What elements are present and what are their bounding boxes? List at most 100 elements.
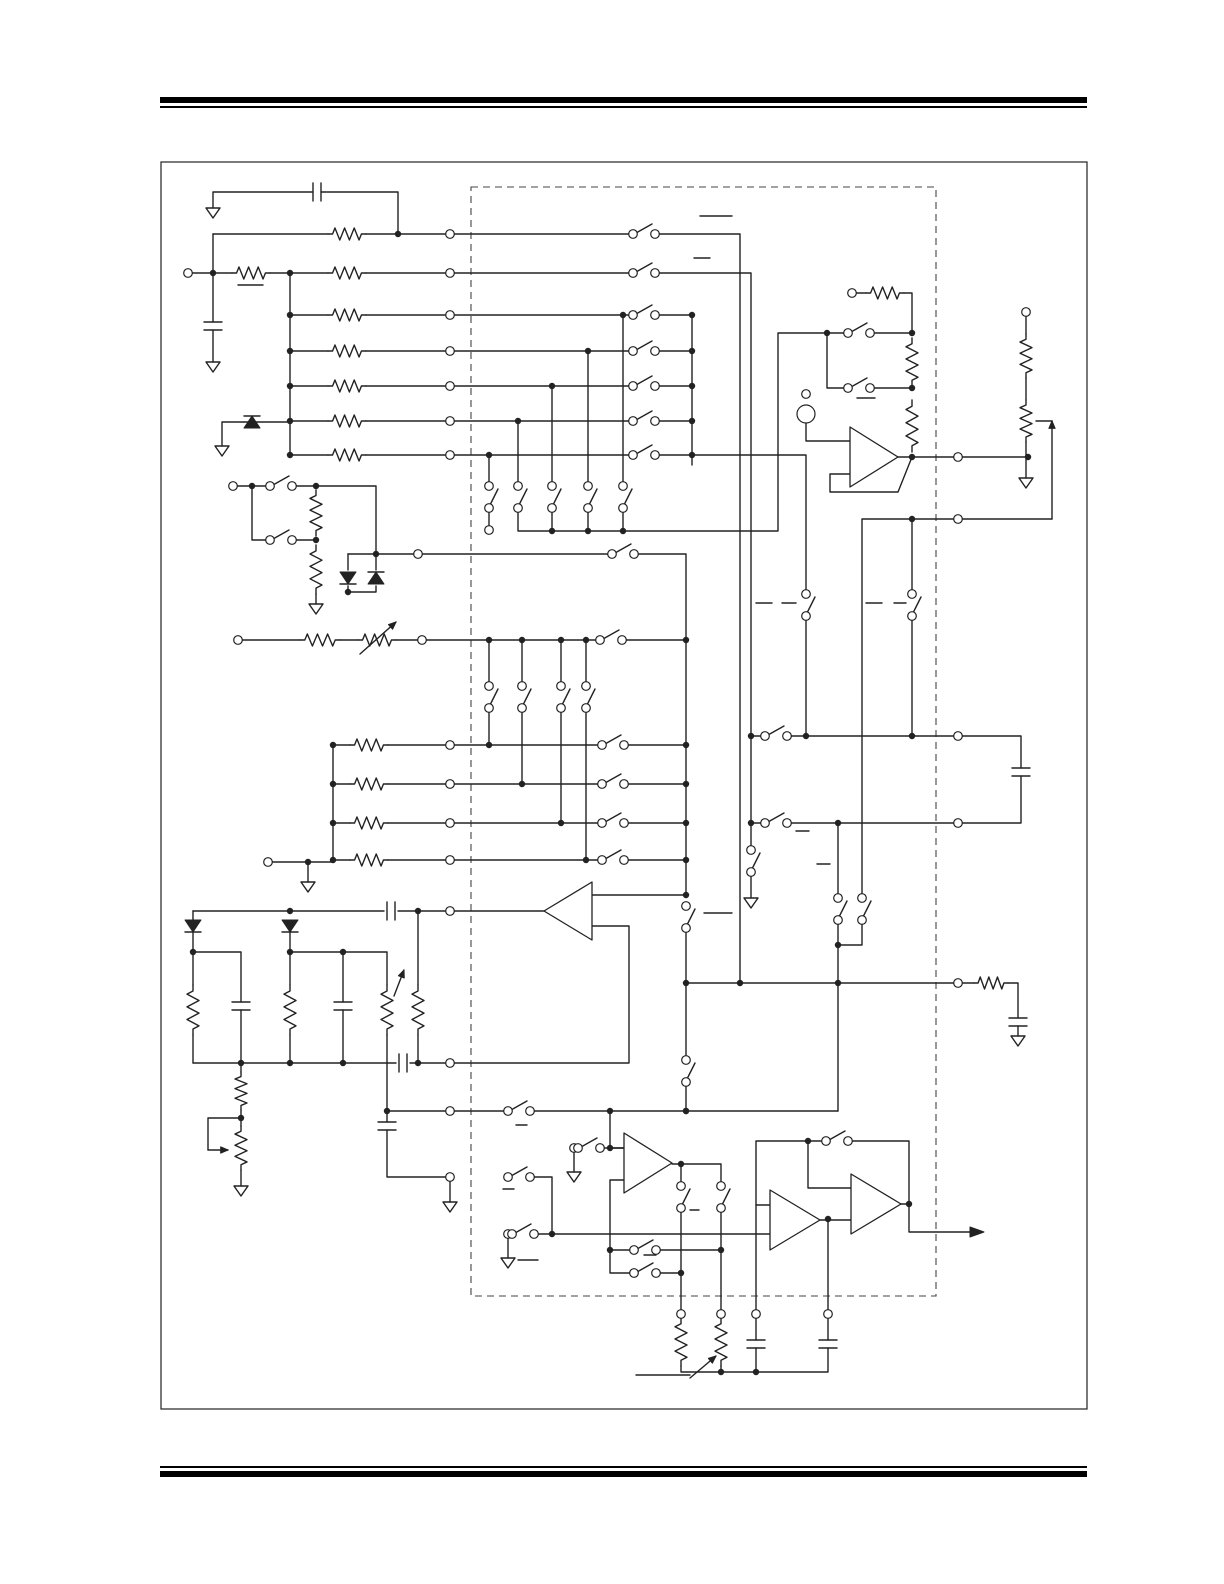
junction-dot — [286, 907, 294, 915]
op-amp-lower-2 — [769, 1189, 821, 1251]
wire — [961, 775, 1022, 824]
connection-pin — [953, 514, 963, 524]
connection-pin — [445, 381, 455, 391]
connection-pin — [801, 589, 811, 599]
resistor — [1019, 399, 1033, 443]
junction-dot — [834, 819, 842, 827]
junction-dot — [286, 269, 294, 277]
connection-pin — [445, 1058, 455, 1068]
resistor — [234, 1125, 248, 1171]
connection-pin — [445, 906, 455, 916]
op-amp-upper — [849, 426, 899, 488]
junction-dot — [908, 515, 916, 523]
switch-blade — [604, 849, 622, 860]
ground-symbol — [308, 603, 324, 615]
connection-pin — [746, 845, 756, 855]
connection-pin — [484, 525, 494, 535]
connection-pin — [681, 923, 691, 933]
connection-pin — [746, 867, 756, 877]
op-amp-lower-3 — [850, 1173, 902, 1235]
junction-dot — [606, 1246, 614, 1254]
ground-symbol — [566, 1171, 582, 1183]
connection-pin — [583, 481, 593, 491]
connection-pin — [751, 1309, 761, 1319]
wire — [221, 421, 245, 447]
junction-dot — [717, 1246, 725, 1254]
junction-dot — [394, 230, 402, 238]
junction-dot — [248, 482, 256, 490]
junction-dot — [823, 329, 831, 337]
wire — [192, 951, 242, 1003]
junction-dot — [485, 741, 493, 749]
connection-pin — [857, 893, 867, 903]
junction-dot — [286, 417, 294, 425]
connection-pin — [581, 703, 591, 713]
junction-dot — [582, 636, 590, 644]
connection-pin — [517, 681, 527, 691]
switch-blade — [635, 340, 653, 351]
junction-dot — [908, 453, 916, 461]
wire — [517, 332, 828, 532]
diode — [367, 571, 385, 585]
junction-dot — [619, 527, 627, 535]
connection-pin — [619, 855, 629, 865]
switch-blade — [767, 725, 785, 736]
connection-pin — [228, 481, 238, 491]
op-amp-lower-1 — [623, 1132, 673, 1194]
connection-pin — [823, 1309, 833, 1319]
wire — [829, 456, 913, 493]
switch-blade — [838, 900, 848, 918]
junction-dot — [908, 329, 916, 337]
resistor — [973, 976, 1009, 990]
junction-dot — [414, 1059, 422, 1067]
connection-pin — [843, 1136, 853, 1146]
connection-pin — [865, 328, 875, 338]
junction-dot — [312, 536, 320, 544]
connection-pin — [1021, 307, 1031, 317]
connection-pin — [445, 416, 455, 426]
connection-pin — [651, 1245, 661, 1255]
junction-dot — [286, 347, 294, 355]
connection-pins — [183, 229, 1031, 1319]
connection-pin — [782, 818, 792, 828]
junction-dot — [584, 527, 592, 535]
switch-blade — [272, 475, 290, 486]
resistor — [357, 633, 397, 647]
resistor — [327, 414, 367, 428]
junction-dot — [619, 311, 627, 319]
footer-rule-thin — [160, 1466, 1087, 1468]
wire — [658, 314, 693, 466]
resistor — [411, 984, 425, 1036]
ground-symbol — [300, 881, 316, 893]
capacitor — [203, 321, 223, 331]
wire — [861, 518, 955, 899]
diode — [184, 919, 202, 933]
connection-pin — [503, 1106, 513, 1116]
switch-blade — [586, 688, 596, 706]
connection-pin — [445, 740, 455, 750]
switch-blade — [635, 444, 653, 455]
connection-pin — [484, 703, 494, 713]
connection-pin — [847, 288, 857, 298]
wire — [671, 1163, 722, 1187]
junction-dot — [677, 1160, 685, 1168]
connection-pin — [628, 268, 638, 278]
connection-pin — [628, 450, 638, 460]
connection-pin — [801, 389, 811, 399]
resistor — [905, 399, 919, 453]
output-arrow — [969, 1226, 985, 1238]
capacitor — [386, 901, 396, 921]
connection-pin — [445, 1172, 455, 1182]
connection-pin — [760, 731, 770, 741]
connection-pin — [287, 481, 297, 491]
wire — [637, 553, 687, 893]
switch-blade — [850, 322, 868, 333]
resistor — [327, 266, 367, 280]
junction-dot — [824, 1215, 832, 1223]
connection-pin — [445, 346, 455, 356]
resistor — [299, 633, 341, 647]
junction-dot — [514, 417, 522, 425]
resistor — [865, 286, 905, 300]
connection-pin — [619, 740, 629, 750]
connection-pin — [619, 779, 629, 789]
